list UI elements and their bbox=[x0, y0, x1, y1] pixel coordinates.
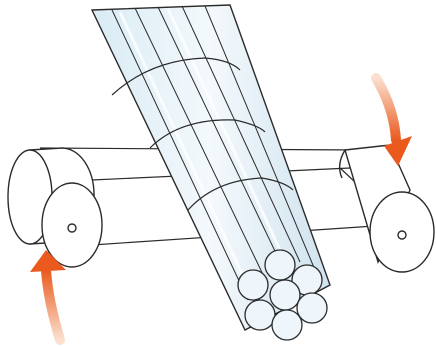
binding-band bbox=[149, 119, 266, 149]
rod-end bbox=[271, 309, 303, 341]
bundle-body bbox=[90, 4, 331, 331]
rod-bundle bbox=[90, 4, 331, 341]
left-roller bbox=[7, 147, 103, 268]
left-roller-axle bbox=[67, 223, 77, 233]
rod-line bbox=[111, 9, 249, 301]
right-roller-edge bbox=[338, 149, 346, 179]
right-roller bbox=[338, 144, 435, 273]
rod-end bbox=[244, 299, 276, 331]
binding-band bbox=[111, 57, 241, 96]
rod-end bbox=[264, 249, 296, 281]
rod-end bbox=[237, 269, 269, 301]
rod-end bbox=[296, 292, 328, 324]
rod-line bbox=[157, 6, 286, 273]
rod-line bbox=[181, 5, 301, 263]
binding-band bbox=[187, 177, 294, 211]
rotation-arrow-icon bbox=[41, 265, 65, 345]
rod-end bbox=[269, 279, 301, 311]
right-roller-body bbox=[344, 144, 411, 265]
rod-line bbox=[134, 7, 269, 286]
rod-line bbox=[204, 5, 316, 271]
rod-highlight bbox=[118, 11, 247, 281]
rod-highlight bbox=[166, 8, 282, 251]
right-roller-axle bbox=[397, 230, 407, 240]
rotation-arrow-icon bbox=[371, 73, 401, 145]
arrowhead-icon bbox=[384, 136, 412, 166]
arrowhead-icon bbox=[30, 250, 66, 272]
rotation-arrow-left bbox=[30, 250, 66, 345]
rotation-arrow-right bbox=[371, 73, 412, 166]
